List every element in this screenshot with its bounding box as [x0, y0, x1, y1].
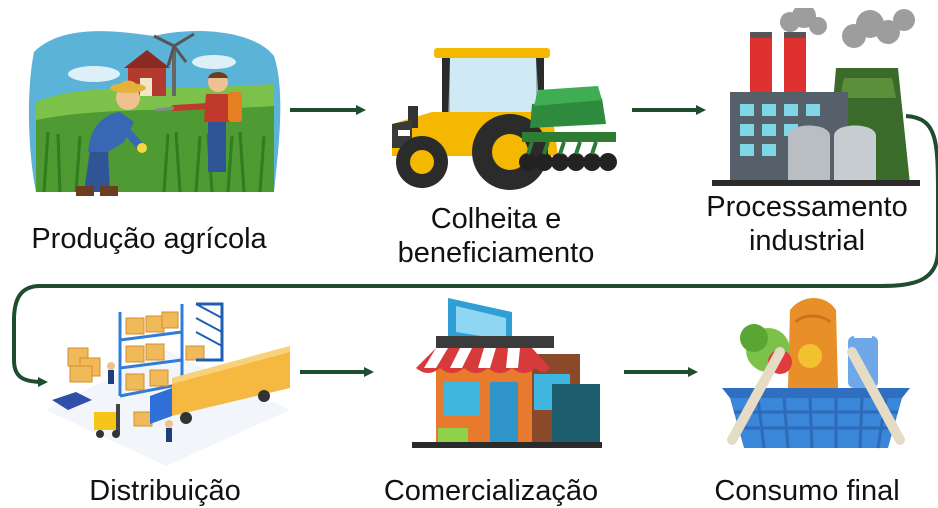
arrow-3-to-4 — [12, 114, 938, 387]
warehouse-logistics-icon — [46, 302, 290, 466]
step-label-comercializacao: Comercialização — [383, 475, 599, 507]
storefront-icon — [412, 298, 602, 448]
step-label-distribuicao: Distribuição — [89, 475, 241, 507]
step-label-producao-agricola: Produção agrícola — [31, 223, 267, 255]
food-basket-icon — [722, 298, 910, 449]
farmers-field-icon — [28, 30, 281, 196]
step-label-processamento-industrial: Processamento industrial — [706, 191, 908, 257]
factory-icon — [712, 8, 920, 186]
step-label-colheita-beneficiamento: Colheita e beneficiamento — [397, 203, 595, 269]
step-label-consumo-final: Consumo final — [714, 475, 900, 507]
tractor-harvester-icon — [392, 48, 617, 190]
